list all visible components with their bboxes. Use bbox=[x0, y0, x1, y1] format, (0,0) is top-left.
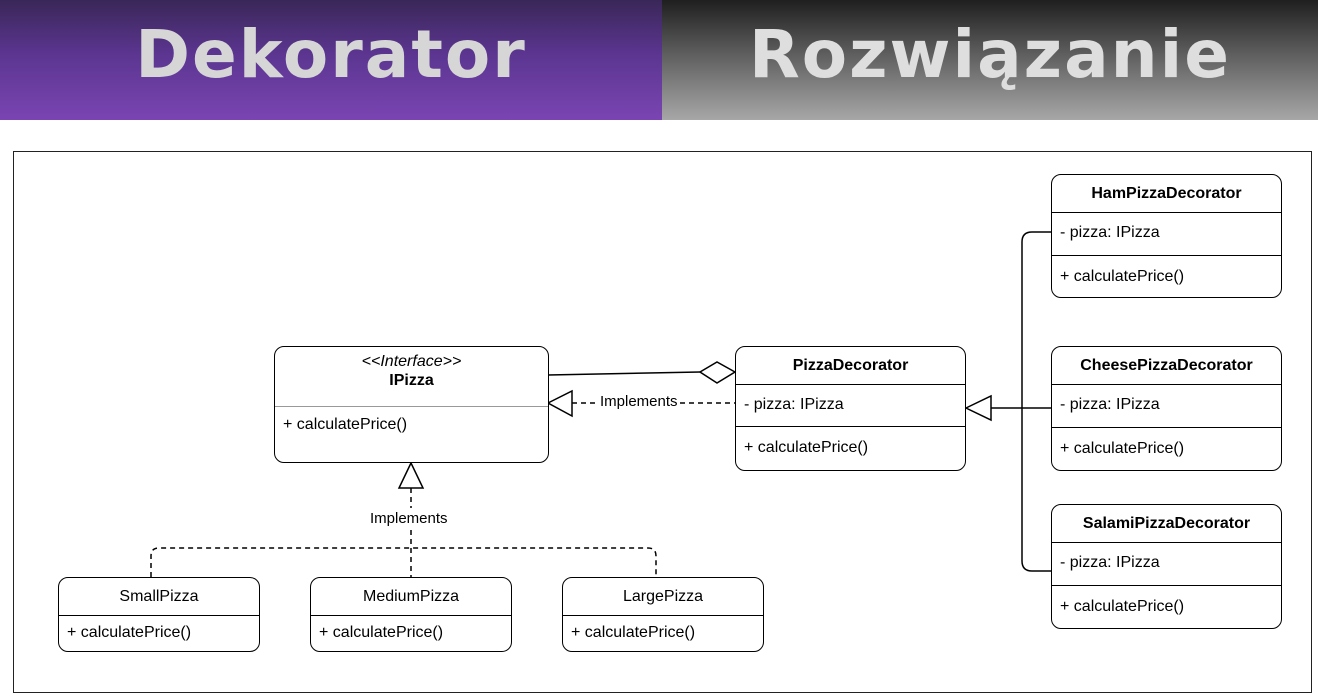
pizza-decorator-name: PizzaDecorator bbox=[736, 347, 965, 385]
small-pizza-box: SmallPizza + calculatePrice() bbox=[58, 577, 260, 652]
header-right-title: Rozwiązanie bbox=[748, 15, 1232, 93]
ham-decorator-method: + calculatePrice() bbox=[1060, 268, 1185, 285]
medium-pizza-box: MediumPizza + calculatePrice() bbox=[310, 577, 512, 652]
pizza-decorator-field: - pizza: IPizza bbox=[736, 385, 965, 427]
cheese-decorator-name: CheesePizzaDecorator bbox=[1052, 347, 1281, 385]
large-pizza-method: + calculatePrice() bbox=[571, 624, 696, 641]
large-pizza-name: LargePizza bbox=[563, 578, 763, 616]
salami-decorator-field: - pizza: IPizza bbox=[1052, 543, 1281, 586]
header-right-banner: Rozwiązanie bbox=[662, 0, 1318, 120]
cheese-decorator-field: - pizza: IPizza bbox=[1052, 385, 1281, 428]
pizza-decorator-method: + calculatePrice() bbox=[744, 439, 869, 456]
ham-decorator-box: HamPizzaDecorator - pizza: IPizza + calc… bbox=[1051, 174, 1282, 298]
medium-pizza-method: + calculatePrice() bbox=[319, 624, 444, 641]
salami-decorator-box: SalamiPizzaDecorator - pizza: IPizza + c… bbox=[1051, 504, 1282, 629]
ham-decorator-field: - pizza: IPizza bbox=[1052, 213, 1281, 256]
large-pizza-box: LargePizza + calculatePrice() bbox=[562, 577, 764, 652]
ipizza-method: + calculatePrice() bbox=[283, 416, 408, 433]
cheese-decorator-method: + calculatePrice() bbox=[1060, 440, 1185, 457]
medium-pizza-name: MediumPizza bbox=[311, 578, 511, 616]
cheese-decorator-box: CheesePizzaDecorator - pizza: IPizza + c… bbox=[1051, 346, 1282, 471]
ipizza-interface-box: <<Interface>> IPizza + calculatePrice() bbox=[274, 346, 549, 463]
ipizza-header: <<Interface>> IPizza bbox=[275, 353, 548, 407]
salami-decorator-method: + calculatePrice() bbox=[1060, 598, 1185, 615]
small-pizza-name: SmallPizza bbox=[59, 578, 259, 616]
ipizza-stereotype: <<Interface>> bbox=[361, 353, 462, 370]
pizza-decorator-box: PizzaDecorator - pizza: IPizza + calcula… bbox=[735, 346, 966, 471]
header-left-banner: Dekorator bbox=[0, 0, 662, 120]
implements-label-horizontal: Implements bbox=[598, 393, 680, 410]
small-pizza-method: + calculatePrice() bbox=[67, 624, 192, 641]
implements-label-vertical: Implements bbox=[368, 510, 450, 527]
header-left-title: Dekorator bbox=[135, 15, 527, 93]
ham-decorator-name: HamPizzaDecorator bbox=[1052, 175, 1281, 213]
ipizza-name: IPizza bbox=[389, 372, 434, 389]
salami-decorator-name: SalamiPizzaDecorator bbox=[1052, 505, 1281, 543]
